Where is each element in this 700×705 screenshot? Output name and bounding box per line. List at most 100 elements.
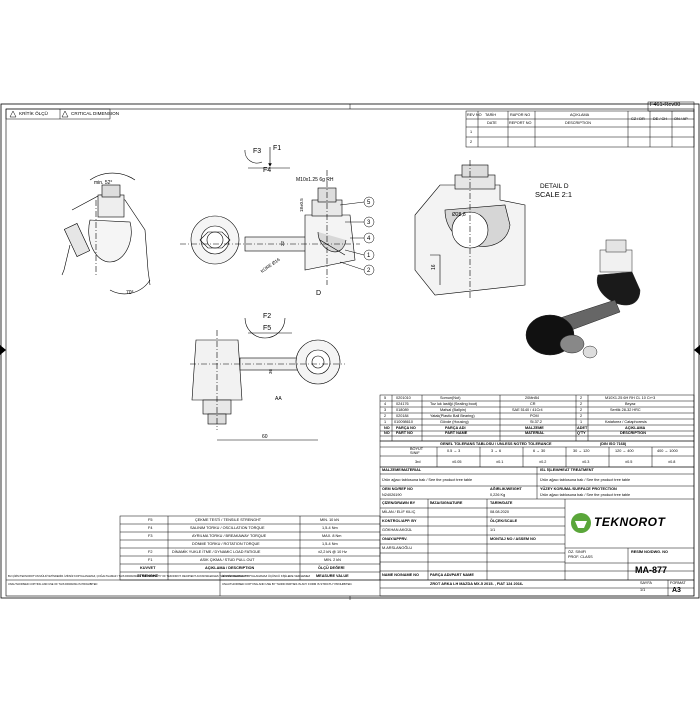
sheet-value: 1/1: [640, 588, 646, 592]
date-label: TARİH/DATE: [490, 501, 513, 505]
tol-value: ±0.1: [496, 460, 504, 464]
tolerance-title: GENEL TOLERANS TABLOSU / UNLESS NOTED TO…: [440, 442, 552, 446]
bom-name: Somun(Nut): [440, 396, 461, 400]
footer-mid-note: İZİNSİZ OLARAK KOPYALANAMAZ ÜÇÜNCÜ KİŞİL…: [222, 574, 311, 578]
strength-val: MIN. 10 kN: [320, 518, 339, 522]
bom-no: 3: [384, 408, 387, 412]
strength-h-val: ÖLÇÜ DEĞERİ: [318, 566, 345, 570]
drawing-no: MA-877: [635, 565, 668, 575]
material-label: MALZEME/MATERIAL: [382, 468, 422, 472]
strength-code: F3: [148, 534, 153, 538]
strength-code: F5: [148, 518, 153, 522]
bom-h-name: PARÇA ADI: [445, 426, 466, 430]
company-name: TEKNOROT: [594, 515, 666, 529]
strength-val: 1,5-4 Nm: [322, 526, 338, 530]
strength-desc: DÖNME TORKU / ROTATION TORQUE: [192, 542, 260, 546]
bom-name: Toz luk lastiği (Sealing boot): [430, 402, 478, 406]
surface-label: YÜZEY KORUMA /SURFACE PROTECTION: [540, 487, 617, 491]
strength-desc: AYRILMA TORKU / BREAKAWAY TORQUE: [192, 534, 267, 538]
class-en: PROF. CLASS: [568, 555, 593, 559]
balloon-1: 1: [367, 253, 371, 259]
strength-val: MIN. 2 kN: [324, 558, 341, 562]
revision-table: [465, 101, 695, 148]
strength-desc: DİNAMİK YUKLE İTME / DYNAMIC LOAD FATIGU…: [172, 550, 261, 554]
strength-h-val-en: MEASURE VALUE: [316, 574, 349, 578]
rev-sub-desc: DESCRIPTION: [565, 121, 591, 125]
dim-aa: AA: [275, 396, 282, 402]
bom-material: SAE 5140 / 41Cr4: [512, 408, 543, 412]
tol-value: ±0.2: [539, 460, 547, 464]
critical-symbol-label: KRİTİK ÖLÇÜ: [19, 111, 48, 116]
bom-h-qty: ADET: [577, 426, 588, 430]
critical-dimension-label: CRITICAL DIMENSION: [71, 111, 120, 116]
strength-desc: SALINIM TORKU / OSCILLATION TORQUE: [190, 526, 265, 530]
bom-part-no: 010098610: [394, 420, 414, 424]
tol-range: 0.5 → 3: [447, 449, 461, 453]
teknorot-logo-icon: [571, 513, 591, 533]
dim-16: 16: [431, 264, 437, 270]
tol-value: ±0.8: [668, 460, 676, 464]
bom-part-no: 020184: [396, 414, 409, 418]
dim-22: 22: [280, 240, 285, 246]
bottom-view: [190, 330, 345, 441]
dim-18: 18±0.5: [299, 198, 304, 212]
oem-label: OEM NO/REF NO: [382, 487, 413, 491]
footer-mid-note2: UNAUTHORISED COPYING AND USE BY THIRD PA…: [222, 582, 353, 586]
sig-label: İMZA/SIGNATURE: [430, 501, 463, 505]
bom-h-part-no-en: PART NO: [396, 431, 413, 435]
rev-h-dr: CZ / DR: [631, 117, 645, 121]
tol-class: 3rd: [415, 460, 421, 464]
control-label: KONTROL/APP. BY: [382, 519, 417, 523]
date-value: 08.08.2020: [490, 510, 510, 514]
center-mark-right: [694, 345, 700, 355]
class-label: ÖZ. SINIFI: [568, 550, 587, 554]
strength-code: F2: [148, 550, 153, 554]
bom-part-no: 0201010: [396, 396, 411, 400]
tol-range: 3 → 6: [491, 449, 502, 453]
rev-h-date: TARİH: [485, 113, 497, 117]
balloons: [339, 196, 375, 276]
dim-angle-bottom: 70°: [126, 290, 134, 296]
rev-h-report: RAPOR NO: [510, 113, 531, 117]
rev-h-ch: DE / CH: [653, 117, 667, 121]
balloon-5: 5: [367, 200, 371, 206]
strength-desc: ASIK ÇIKMA / STUD PULL OUT: [200, 558, 255, 562]
bom-no: 5: [384, 396, 387, 400]
scale-label: ÖLÇEK/SCALE: [490, 519, 518, 523]
force-f1: F1: [273, 145, 281, 152]
strength-h-code: KUVVET: [140, 566, 156, 570]
bom-no: 2: [384, 414, 387, 418]
bom-part-no: 018089: [396, 408, 409, 412]
bom-no: 1: [384, 420, 387, 424]
drawn-label: ÇİZEN/DRAWN BY: [382, 501, 416, 505]
part-name-label: PARÇA ADI/PART NAME: [430, 573, 474, 577]
force-f4: F4: [263, 167, 271, 174]
rev-h-desc: AÇIKLAMA: [570, 113, 590, 117]
balloon-3: 3: [367, 220, 371, 226]
dim-60: 60: [262, 434, 268, 440]
dim-angle-top: min. 52°: [94, 180, 112, 186]
heat-label: ISL İŞLEM/HEAT TREATMENT: [540, 468, 594, 472]
material-note: Ürün ağacı tablosuna bak / See the produ…: [382, 478, 473, 482]
force-f3: F3: [253, 148, 261, 155]
bom-name: Yatak(Plastic Ball Bearing): [430, 414, 475, 418]
bom-h-no-en: NO: [384, 431, 390, 435]
tol-value: ±0.05: [452, 460, 462, 464]
tol-label-boyut: BOYUT: [410, 447, 424, 451]
rev-sub-report: REPORT NO: [509, 121, 532, 125]
render-3d: [525, 239, 641, 359]
balloon-2: 2: [367, 268, 371, 274]
tol-value: ±0.5: [625, 460, 633, 464]
bom-h-qty-en: Q'TY: [577, 431, 586, 435]
side-view: [61, 172, 151, 295]
bom-qty: 2: [580, 414, 583, 418]
approve-label: ONAY/APPRV.: [382, 537, 408, 541]
bom-h-part-no: PARÇA NO: [396, 426, 416, 430]
strength-val: ±2,2 kN @ 10 Hz: [318, 550, 347, 554]
detail-scale: SCALE 2:1: [535, 190, 572, 199]
sheet-label: SAYFA: [640, 581, 652, 585]
detail-d-view: [414, 160, 526, 300]
footer-left-note2: UNAUTHORISED COPYING AND USE OF THIS DRA…: [8, 583, 98, 586]
weight-label: AĞIRLIK/WEIGHT: [490, 487, 522, 491]
